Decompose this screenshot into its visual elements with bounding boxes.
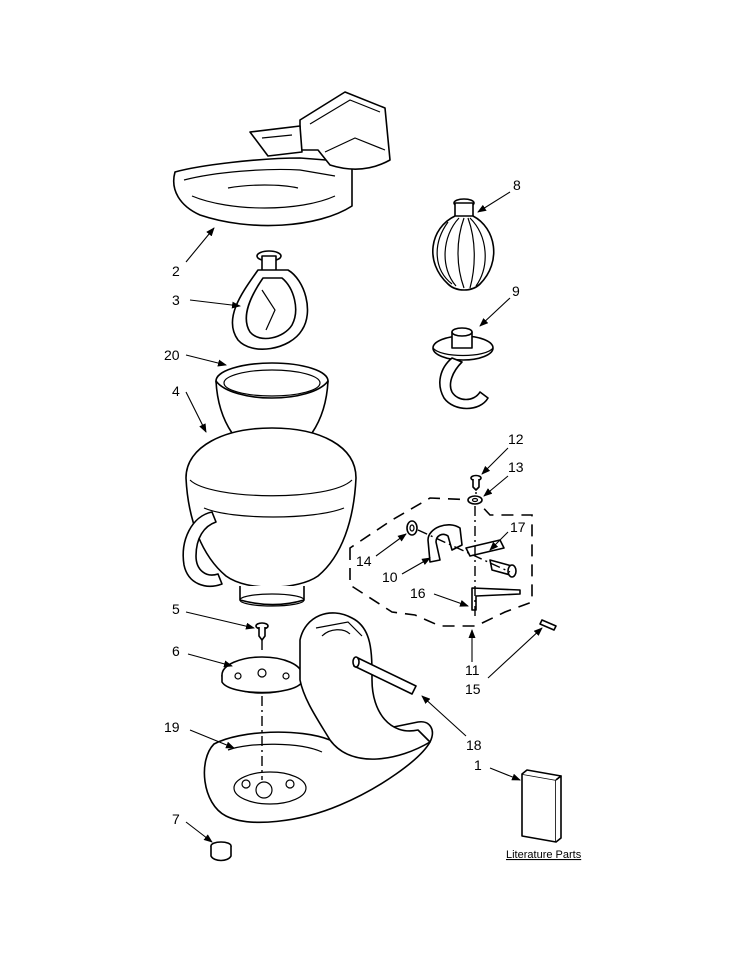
lock-rod-part (471, 587, 521, 611)
flat-beater-part (231, 250, 309, 350)
lock-assembly (349, 474, 557, 631)
callout-14: 14 (356, 553, 372, 569)
lock-plate-part (465, 539, 517, 578)
callout-13: 13 (508, 459, 524, 475)
hinge-pin-part (352, 656, 417, 695)
callout-1: 1 (474, 757, 482, 773)
callout-10: 10 (382, 569, 398, 585)
callout-3: 3 (172, 292, 180, 308)
callout-labels: 2 3 20 4 5 6 19 7 8 9 12 13 14 10 16 17 … (164, 177, 582, 861)
washer-part (467, 495, 483, 505)
callout-20: 20 (164, 347, 180, 363)
callout-11: 11 (465, 662, 480, 678)
callout-4: 4 (172, 383, 180, 399)
callout-16: 16 (410, 585, 426, 601)
screw-part (255, 622, 269, 641)
spring-washer-part (406, 520, 418, 536)
callout-12: 12 (508, 431, 524, 447)
lock-screw-part (470, 474, 482, 491)
foot-part (210, 841, 232, 862)
callout-18: 18 (466, 737, 482, 753)
wire-whip-part (432, 198, 495, 291)
callout-7: 7 (172, 811, 180, 827)
callout-2: 2 (172, 263, 180, 279)
literature-booklet-part (521, 769, 562, 843)
callout-5: 5 (172, 601, 180, 617)
large-bowl-part (182, 427, 357, 607)
lock-lever-part (427, 524, 463, 563)
literature-parts-label: Literature Parts (506, 849, 582, 861)
callout-15: 15 (465, 681, 481, 697)
callout-leaders (185, 191, 543, 843)
base-part (203, 612, 434, 824)
dough-hook-part (432, 327, 494, 410)
callout-6: 6 (172, 643, 180, 659)
callout-17: 17 (510, 519, 526, 535)
callout-19: 19 (164, 719, 180, 735)
callout-8: 8 (513, 177, 521, 193)
clamp-plate-part (221, 656, 303, 694)
assembly-centerlines (261, 492, 511, 780)
pin-part (539, 619, 557, 631)
pouring-shield-part (173, 91, 391, 227)
callout-9: 9 (512, 283, 520, 299)
